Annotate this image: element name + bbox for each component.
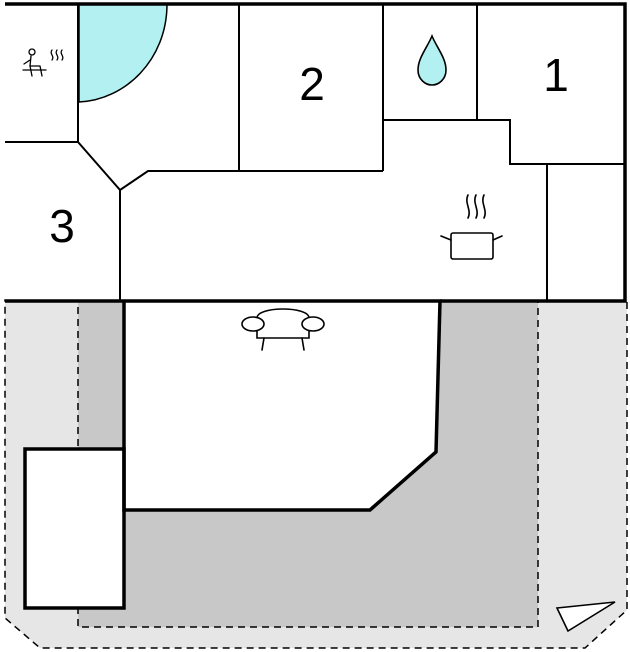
cooking-pot-icon (440, 194, 503, 260)
pool (78, 3, 168, 103)
exterior-wall (5, 2, 627, 512)
sofa-icon (241, 308, 325, 351)
north-arrow-icon (555, 601, 616, 633)
interior-walls (5, 4, 625, 301)
room-label-3: 3 (49, 200, 75, 252)
sauna-icon (22, 48, 64, 77)
shed (23, 447, 126, 610)
living-area-extension (124, 300, 440, 510)
room-label-1: 1 (543, 49, 569, 101)
water-drop-icon (417, 33, 447, 86)
room-label-2: 2 (299, 58, 325, 110)
